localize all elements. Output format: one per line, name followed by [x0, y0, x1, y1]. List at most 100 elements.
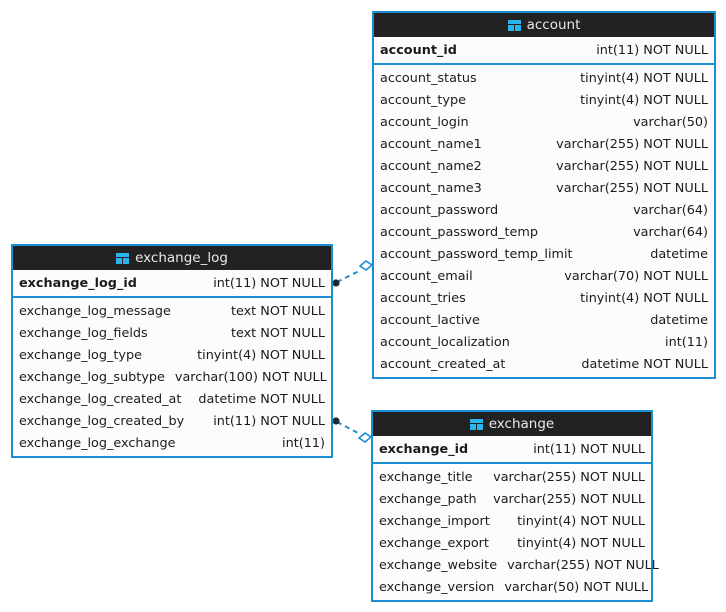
table-row[interactable]: account_name3 varchar(255) NOT NULL [374, 177, 714, 199]
field-type: varchar(255) NOT NULL [556, 158, 708, 174]
field-type: varchar(50) NOT NULL [504, 579, 649, 595]
relationship-target-diamond [357, 432, 373, 443]
field-type: varchar(255) NOT NULL [507, 557, 659, 573]
field-type: tinyint(4) NOT NULL [580, 70, 708, 86]
field-name: account_status [380, 70, 477, 86]
entity-header-exchange: exchange [373, 412, 651, 436]
field-name: account_type [380, 92, 466, 108]
field-name: exchange_id [379, 441, 469, 457]
relationship-exchange-log-account [332, 260, 374, 287]
field-name: account_localization [380, 334, 510, 350]
field-name: exchange_log_created_at [19, 391, 182, 407]
field-name: account_lactive [380, 312, 480, 328]
field-type: int(11) NOT NULL [596, 42, 708, 58]
field-name: account_password [380, 202, 499, 218]
field-name: exchange_log_subtype [19, 369, 165, 385]
table-icon [469, 418, 483, 430]
field-type: varchar(255) NOT NULL [493, 469, 645, 485]
primary-key-block: exchange_id int(11) NOT NULL [373, 436, 651, 464]
table-row[interactable]: exchange_version varchar(50) NOT NULL [373, 576, 651, 598]
table-row[interactable]: exchange_log_message text NOT NULL [13, 300, 331, 322]
table-row[interactable]: account_password_temp_limit datetime [374, 243, 714, 265]
field-name: exchange_title [379, 469, 473, 485]
table-row[interactable]: exchange_path varchar(255) NOT NULL [373, 488, 651, 510]
field-type: tinyint(4) NOT NULL [517, 513, 645, 529]
entity-account[interactable]: account account_id int(11) NOT NULL acco… [372, 11, 716, 379]
field-row-primary-key[interactable]: account_id int(11) NOT NULL [374, 37, 714, 63]
table-row[interactable]: exchange_log_subtype varchar(100) NOT NU… [13, 366, 331, 388]
table-row[interactable]: exchange_log_type tinyint(4) NOT NULL [13, 344, 331, 366]
field-block: exchange_title varchar(255) NOT NULL exc… [373, 466, 659, 600]
table-row[interactable]: account_lactive datetime [374, 309, 714, 331]
table-row[interactable]: exchange_website varchar(255) NOT NULL [373, 554, 659, 576]
field-type: int(11) NOT NULL [533, 441, 645, 457]
field-type: varchar(70) NOT NULL [564, 268, 708, 284]
table-icon [507, 19, 521, 31]
field-name: exchange_website [379, 557, 498, 573]
table-row[interactable]: exchange_title varchar(255) NOT NULL [373, 466, 651, 488]
entity-title: exchange [488, 416, 555, 432]
field-name: account_email [380, 268, 473, 284]
field-type: int(11) [282, 435, 325, 451]
field-type: int(11) NOT NULL [213, 413, 325, 429]
table-row[interactable]: exchange_log_fields text NOT NULL [13, 322, 331, 344]
field-type: varchar(255) NOT NULL [556, 136, 708, 152]
field-type: int(11) NOT NULL [213, 275, 325, 291]
relationship-exchange-log-exchange [332, 417, 373, 443]
table-row[interactable]: account_name2 varchar(255) NOT NULL [374, 155, 714, 177]
field-type: tinyint(4) NOT NULL [580, 290, 708, 306]
table-row[interactable]: account_login varchar(50) [374, 111, 714, 133]
table-row[interactable]: exchange_log_created_at datetime NOT NUL… [13, 388, 331, 410]
field-name: account_created_at [380, 356, 506, 372]
entity-title: exchange_log [135, 250, 228, 266]
table-row[interactable]: account_password varchar(64) [374, 199, 714, 221]
relationship-line [336, 269, 362, 283]
field-name: account_name2 [380, 158, 482, 174]
field-type: datetime [650, 246, 708, 262]
entity-exchange-log[interactable]: exchange_log exchange_log_id int(11) NOT… [11, 244, 333, 458]
table-row[interactable]: account_tries tinyint(4) NOT NULL [374, 287, 714, 309]
primary-key-block: exchange_log_id int(11) NOT NULL [13, 270, 331, 298]
relationship-source-dot [332, 279, 340, 287]
primary-key-block: account_id int(11) NOT NULL [374, 37, 714, 65]
field-type: text NOT NULL [230, 303, 325, 319]
entity-title: account [526, 17, 581, 33]
table-row[interactable]: exchange_log_created_by int(11) NOT NULL [13, 410, 331, 432]
table-row[interactable]: account_localization int(11) [374, 331, 714, 353]
field-name: exchange_path [379, 491, 477, 507]
field-type: varchar(255) NOT NULL [493, 491, 645, 507]
field-type: datetime NOT NULL [581, 356, 708, 372]
field-name: account_name1 [380, 136, 482, 152]
table-row[interactable]: account_status tinyint(4) NOT NULL [374, 67, 714, 89]
field-type: text NOT NULL [230, 325, 325, 341]
entity-header-account: account [374, 13, 714, 37]
field-name: account_id [380, 42, 457, 58]
field-name: exchange_import [379, 513, 490, 529]
relationship-target-diamond [358, 260, 374, 271]
field-type: varchar(50) [633, 114, 708, 130]
table-row[interactable]: account_created_at datetime NOT NULL [374, 353, 714, 375]
field-row-primary-key[interactable]: exchange_log_id int(11) NOT NULL [13, 270, 331, 296]
field-name: exchange_log_type [19, 347, 142, 363]
table-icon [116, 252, 130, 264]
field-row-primary-key[interactable]: exchange_id int(11) NOT NULL [373, 436, 651, 462]
table-row[interactable]: account_password_temp varchar(64) [374, 221, 714, 243]
field-type: int(11) [665, 334, 708, 350]
field-name: exchange_log_id [19, 275, 137, 291]
table-row[interactable]: account_type tinyint(4) NOT NULL [374, 89, 714, 111]
field-type: datetime [650, 312, 708, 328]
table-row[interactable]: exchange_log_exchange int(11) [13, 432, 331, 454]
table-row[interactable]: account_email varchar(70) NOT NULL [374, 265, 714, 287]
field-type: tinyint(4) NOT NULL [197, 347, 325, 363]
field-name: exchange_log_message [19, 303, 171, 319]
field-type: tinyint(4) NOT NULL [580, 92, 708, 108]
table-row[interactable]: exchange_export tinyint(4) NOT NULL [373, 532, 651, 554]
field-block: account_status tinyint(4) NOT NULL accou… [374, 67, 714, 377]
table-row[interactable]: account_name1 varchar(255) NOT NULL [374, 133, 714, 155]
entity-exchange[interactable]: exchange exchange_id int(11) NOT NULL ex… [371, 410, 659, 602]
table-row[interactable]: exchange_import tinyint(4) NOT NULL [373, 510, 651, 532]
field-name: exchange_export [379, 535, 489, 551]
relationship-line [336, 421, 361, 435]
entity-header-exchange-log: exchange_log [13, 246, 331, 270]
field-type: varchar(64) [633, 202, 708, 218]
